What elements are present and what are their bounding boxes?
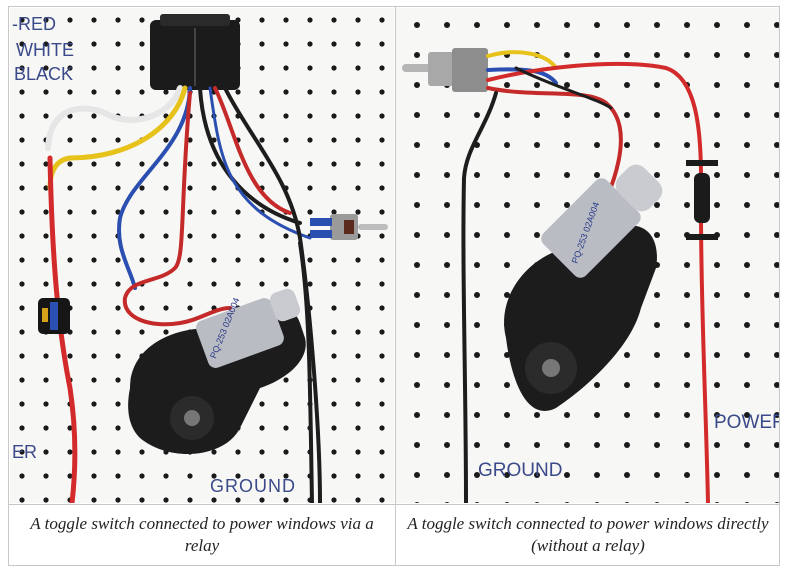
figure-caption-relay: A toggle switch connected to power windo… xyxy=(30,514,374,555)
relay-icon xyxy=(150,14,240,90)
ground-label: GROUND xyxy=(478,460,562,481)
toggle-switch-icon xyxy=(310,214,388,240)
column-divider xyxy=(395,7,396,565)
power-label: POWER xyxy=(714,412,779,433)
legend-black-label: BLACK xyxy=(14,64,73,84)
toggle-switch-icon xyxy=(402,48,488,92)
figure-table: -RED WHITE BLACK xyxy=(8,6,780,566)
row-divider xyxy=(9,504,779,505)
ground-label: GROUND xyxy=(210,476,296,496)
direct-wiring-illustration: PQ-253 02A004 GROUND POWER xyxy=(396,8,779,503)
relay-wiring-illustration: -RED WHITE BLACK xyxy=(10,8,394,503)
direct-wiring-photo: PQ-253 02A004 GROUND POWER xyxy=(396,8,779,503)
fuse-holder-icon xyxy=(38,298,70,334)
power-label-partial: ER xyxy=(12,442,37,462)
figure-caption-direct: A toggle switch connected to power windo… xyxy=(407,514,769,555)
legend-red-label: -RED xyxy=(12,14,56,34)
inline-fuse-icon xyxy=(686,160,718,240)
legend-white-label: WHITE xyxy=(16,40,74,60)
relay-wires xyxy=(45,85,322,503)
relay-wiring-photo: -RED WHITE BLACK xyxy=(10,8,394,503)
window-motor-icon: PQ-253 02A004 xyxy=(504,164,663,411)
